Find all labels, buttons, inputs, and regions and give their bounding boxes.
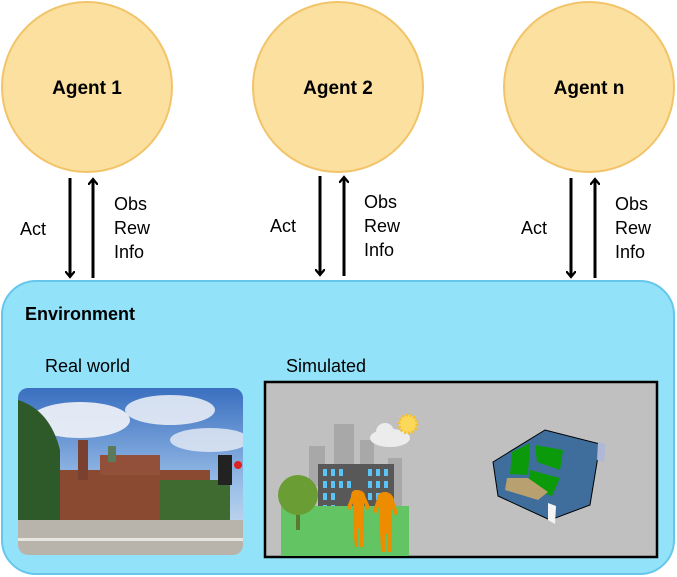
- act-label: Act: [20, 219, 46, 239]
- agent-1-node: Agent 1: [1, 1, 173, 173]
- act-label: Act: [270, 216, 296, 236]
- obs-label: Obs: [615, 194, 648, 214]
- environment-title: Environment: [25, 304, 135, 324]
- obs-label: Obs: [364, 192, 397, 212]
- 3d-floorplan-illustration: [492, 429, 606, 524]
- rew-label: Rew: [615, 218, 652, 238]
- arrows-agent-n: Act Obs Rew Info: [521, 178, 652, 278]
- rew-label: Rew: [114, 218, 151, 238]
- rew-label: Rew: [364, 216, 401, 236]
- info-label: Info: [114, 242, 144, 262]
- agent-n-node: Agent n: [503, 1, 675, 173]
- agent-2-node: Agent 2: [252, 1, 424, 173]
- info-label: Info: [364, 240, 394, 260]
- simulated-panel: [263, 380, 659, 559]
- real-world-label: Real world: [45, 356, 130, 376]
- act-label: Act: [521, 218, 547, 238]
- simulated-label: Simulated: [286, 356, 366, 376]
- obs-label: Obs: [114, 194, 147, 214]
- agent-label: Agent 2: [303, 78, 373, 99]
- agent-label: Agent n: [554, 78, 625, 99]
- real-world-photo: [18, 388, 243, 555]
- city-scene-illustration: [278, 413, 419, 556]
- arrows-agent-2: Act Obs Rew Info: [270, 176, 401, 276]
- agent-label: Agent 1: [52, 78, 122, 99]
- arrows-agent-1: Act Obs Rew Info: [20, 178, 151, 278]
- info-label: Info: [615, 242, 645, 262]
